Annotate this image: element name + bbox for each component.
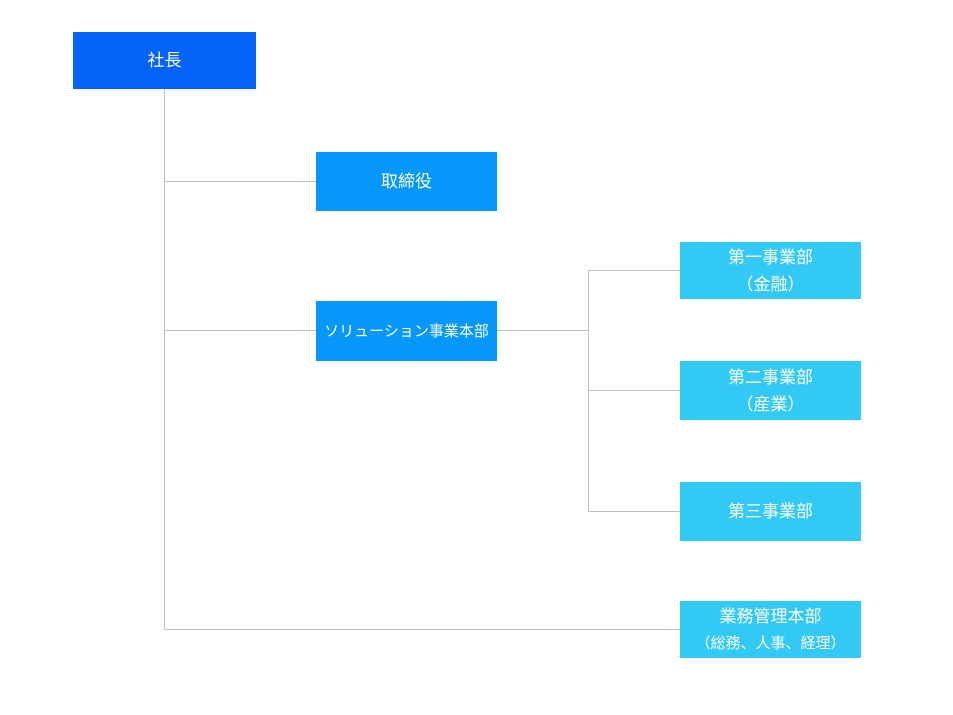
org-node-dept-1-label: 第一事業部 [728, 247, 813, 267]
org-node-solution-division[interactable]: ソリューション事業本部 [316, 301, 497, 361]
org-node-dept-2[interactable]: 第二事業部 （産業） [680, 361, 861, 420]
connector-to-dept-1 [588, 270, 680, 271]
connector-to-admin-division [164, 629, 680, 630]
connector-to-dept-3 [588, 511, 680, 512]
org-node-solution-division-label: ソリューション事業本部 [324, 322, 489, 340]
org-node-dept-1-sublabel: （金融） [736, 274, 805, 294]
org-node-director-label: 取締役 [381, 172, 432, 191]
connector-to-director [164, 181, 316, 182]
org-node-dept-2-label: 第二事業部 [728, 367, 813, 387]
connector-to-solution-division [164, 330, 316, 331]
connector-to-dept-2 [588, 390, 680, 391]
org-node-president-label: 社長 [147, 51, 182, 70]
org-node-admin-division-label: 業務管理本部 [719, 606, 822, 626]
org-node-dept-3[interactable]: 第三事業部 [680, 482, 861, 541]
org-node-admin-division[interactable]: 業務管理本部 （総務、人事、経理） [680, 601, 861, 658]
org-node-dept-2-sublabel: （産業） [736, 394, 805, 414]
org-node-president[interactable]: 社長 [73, 32, 256, 89]
connector-solution-out [497, 330, 588, 331]
org-node-dept-3-label: 第三事業部 [728, 502, 813, 521]
org-node-dept-1[interactable]: 第一事業部 （金融） [680, 242, 861, 299]
org-node-director[interactable]: 取締役 [316, 152, 497, 211]
org-node-admin-division-sublabel: （総務、人事、経理） [695, 634, 846, 652]
connector-trunk-vertical [164, 89, 165, 629]
